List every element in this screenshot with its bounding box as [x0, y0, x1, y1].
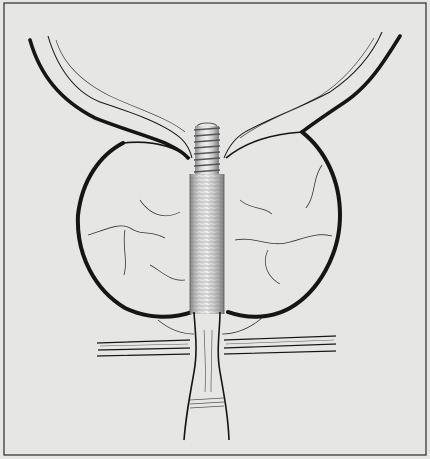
instrument-shaft: [190, 174, 224, 314]
threaded-tip: [194, 123, 220, 174]
